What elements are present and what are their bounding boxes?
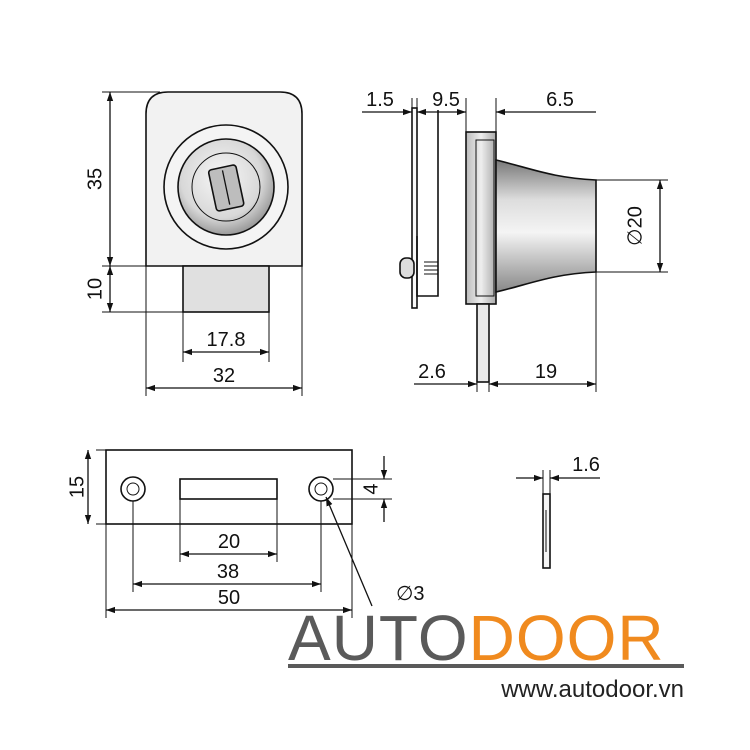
dim-hole-diameter: ∅3: [396, 583, 425, 605]
front-view: 35 10 17.8 32: [84, 91, 303, 396]
lock-cylinder-inner: [191, 152, 261, 222]
dim-front-width: 32: [213, 365, 235, 387]
dim-side-body-depth: 9.5: [432, 89, 460, 111]
brand-auto: AUTO: [288, 602, 469, 674]
dim-plate-height: 15: [66, 476, 88, 498]
plate-hole-right: [308, 476, 334, 502]
dim-side-thickness: 1.5: [366, 89, 394, 111]
screw-head: [399, 257, 415, 279]
strike-plate-side-view: 1.6: [516, 454, 600, 569]
side-plate: [411, 107, 418, 309]
side-tongue: [476, 303, 490, 383]
front-base: [182, 265, 270, 313]
side-bracket: [416, 110, 439, 297]
dim-knob-diameter: ∅20: [624, 206, 646, 246]
brand-url: www.autodoor.vn: [500, 676, 684, 703]
dim-front-base-width: 17.8: [207, 329, 246, 351]
side-view: 1.5 9.5 6.5 ∅20 2.6 19: [362, 89, 668, 392]
plate-slot: [179, 478, 278, 500]
plate-hole-left: [120, 476, 146, 502]
side-body: [465, 131, 497, 305]
dim-slot-height: 4: [360, 483, 382, 494]
brand-door: DOOR: [469, 602, 665, 674]
side-knob: [495, 158, 597, 294]
strike-plate-view: 15 4 20 38 50 ∅3: [66, 449, 425, 618]
dim-slot-length: 20: [218, 531, 240, 553]
dim-side-knob-length: 19: [535, 361, 557, 383]
brand-logo-text: AUTODOOR: [288, 602, 665, 674]
dim-hole-spacing: 38: [217, 561, 239, 583]
dim-leader-hole: [325, 496, 373, 607]
dim-side-knob-depth: 6.5: [546, 89, 574, 111]
dim-front-height: 35: [84, 168, 106, 190]
brand-logo: AUTODOOR www.autodoor.vn: [288, 602, 684, 703]
dim-plate-thickness: 1.6: [572, 454, 600, 476]
dim-front-base-height: 10: [84, 278, 106, 300]
brand-underline: [288, 664, 684, 668]
dim-side-tongue: 2.6: [418, 361, 446, 383]
dim-plate-length: 50: [218, 587, 240, 609]
